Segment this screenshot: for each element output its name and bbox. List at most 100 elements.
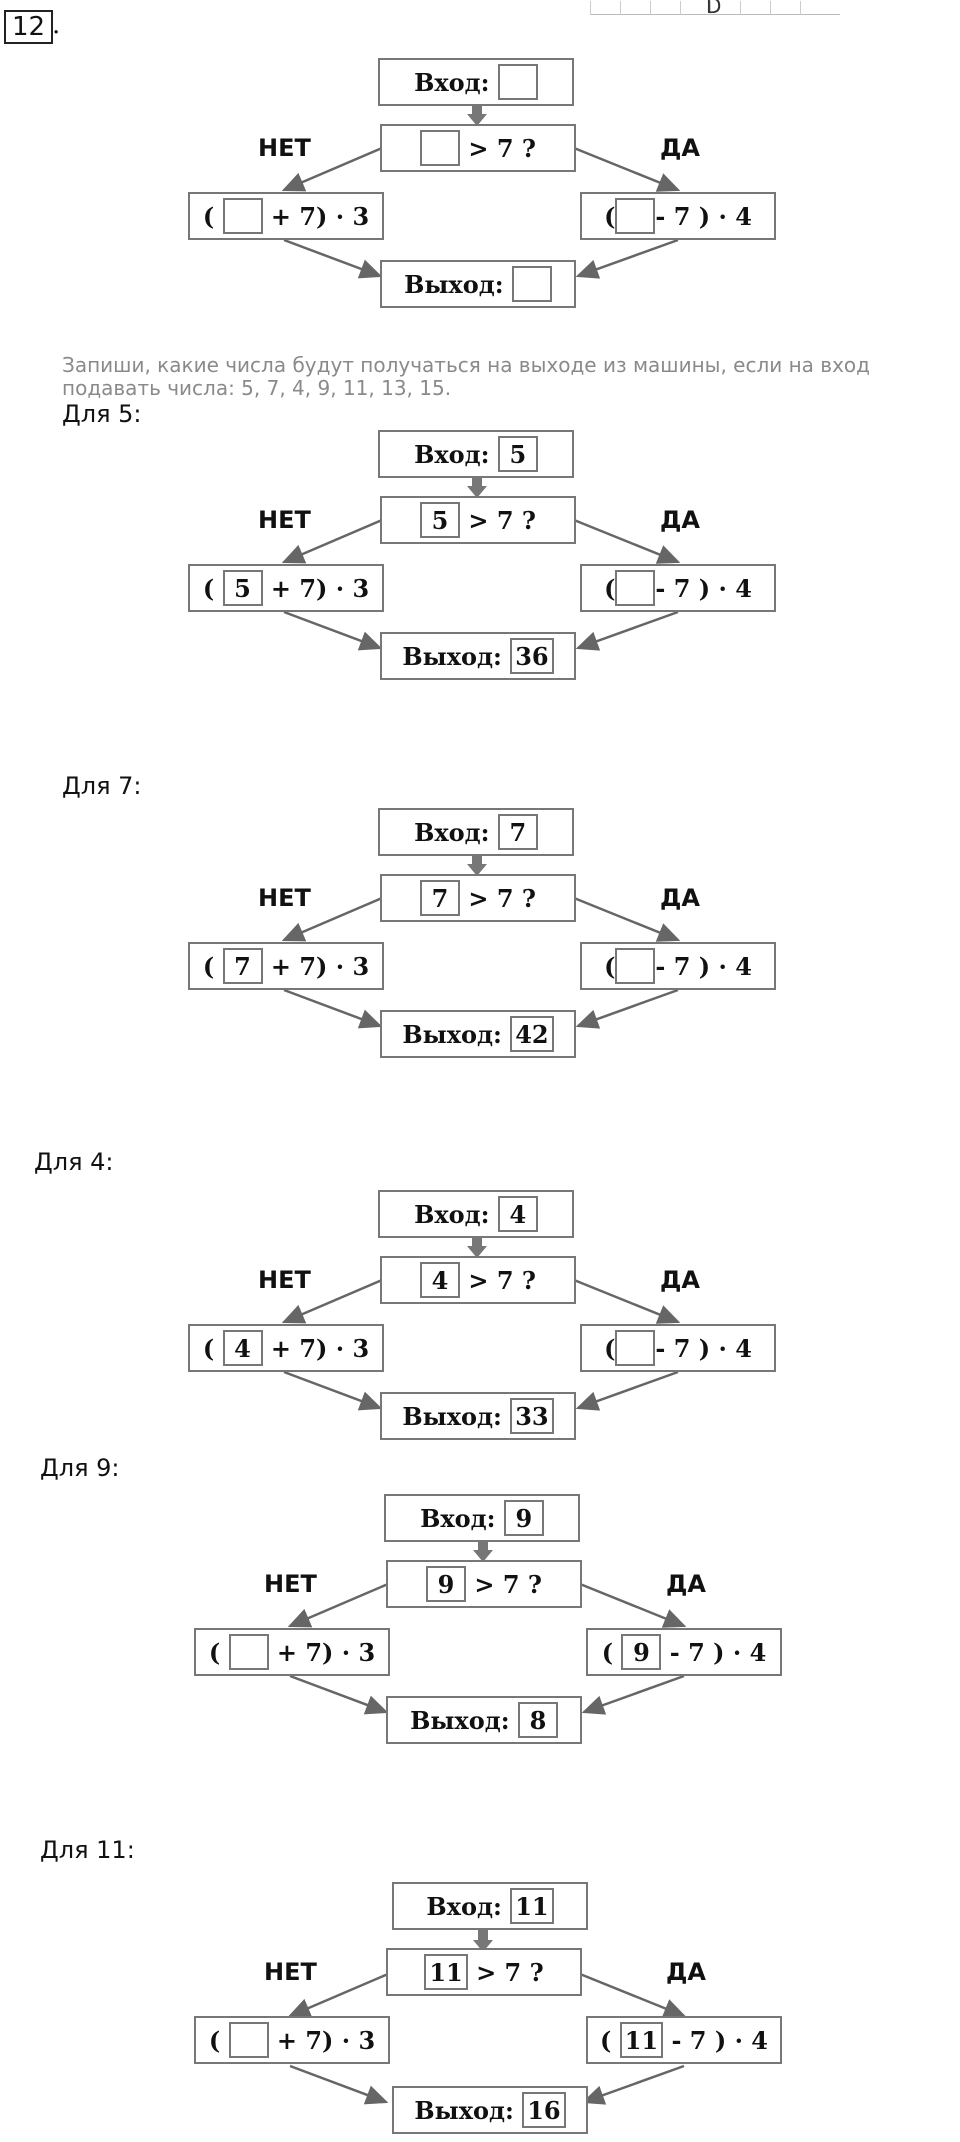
- condition-box: > 7 ?: [380, 124, 576, 172]
- case-caption: Для 7:: [62, 772, 142, 800]
- output-value-box: 8: [517, 1702, 558, 1738]
- input-box: Вход: 11: [392, 1882, 588, 1930]
- no-branch-box: ( + 7) · 3: [194, 1628, 390, 1676]
- no-value-box: 5: [222, 570, 263, 606]
- input-box: Вход: 7: [378, 808, 574, 856]
- no-formula-tail: + 7) · 3: [276, 2025, 376, 2055]
- case-caption: Для 4:: [34, 1148, 114, 1176]
- diagram-case: Вход: 9 9 > 7 ? НЕТ ДА ( + 7) · 3 ( 9 - …: [194, 1492, 814, 1752]
- output-label: Выход:: [404, 269, 504, 299]
- input-value-box: 9: [503, 1500, 544, 1536]
- condition-label: > 7 ?: [474, 1569, 542, 1599]
- input-value-box: [497, 64, 538, 100]
- input-label: Вход:: [414, 67, 490, 97]
- case-caption: Для 9:: [40, 1454, 120, 1482]
- instruction-text: Запиши, какие числа будут получаться на …: [62, 353, 870, 400]
- input-value-box: 4: [497, 1196, 538, 1232]
- output-box: Выход: 33: [380, 1392, 576, 1440]
- no-value-box: 7: [222, 948, 263, 984]
- yes-formula-open: (: [604, 1333, 616, 1363]
- diagram-template: Вход: > 7 ? НЕТ ДА ( + 7) · 3 ( - 7 ) · 4…: [188, 56, 808, 316]
- case-caption: Для 5:: [62, 400, 142, 428]
- case-caption: Для 11:: [40, 1836, 135, 1864]
- condition-value-box: 5: [420, 502, 461, 538]
- yes-label: ДА: [666, 1958, 706, 1986]
- output-value-box: 36: [510, 638, 554, 674]
- condition-box: 9 > 7 ?: [386, 1560, 582, 1608]
- no-value-box: 4: [222, 1330, 263, 1366]
- no-label: НЕТ: [258, 884, 311, 912]
- no-formula-open: (: [208, 1637, 221, 1667]
- no-label: НЕТ: [258, 134, 311, 162]
- condition-value-box: [420, 130, 461, 166]
- no-formula-open: (: [208, 2025, 221, 2055]
- no-formula-tail: + 7) · 3: [270, 1333, 370, 1363]
- yes-branch-box: ( 9 - 7 ) · 4: [586, 1628, 782, 1676]
- condition-value-box: 9: [426, 1566, 467, 1602]
- yes-label: ДА: [660, 884, 700, 912]
- no-formula-tail: + 7) · 3: [276, 1637, 376, 1667]
- no-value-box: [228, 2022, 269, 2058]
- output-box: Выход: 8: [386, 1696, 582, 1744]
- no-formula-open: (: [202, 573, 215, 603]
- no-label: НЕТ: [264, 1958, 317, 1986]
- no-branch-box: ( 4 + 7) · 3: [188, 1324, 384, 1372]
- no-formula-tail: + 7) · 3: [270, 201, 370, 231]
- yes-formula-tail: - 7 ) · 4: [655, 201, 752, 231]
- output-value-box: 16: [522, 2092, 566, 2128]
- condition-value-box: 11: [424, 1954, 468, 1990]
- yes-formula-open: (: [604, 573, 616, 603]
- yes-formula-open: (: [601, 1637, 614, 1667]
- yes-formula-tail: - 7 ) · 4: [669, 1637, 767, 1667]
- input-box: Вход: 9: [384, 1494, 580, 1542]
- condition-label: > 7 ?: [476, 1957, 544, 1987]
- condition-value-box: 7: [420, 880, 461, 916]
- top-fragment-letter: D: [706, 0, 722, 18]
- output-value-box: 33: [510, 1398, 554, 1434]
- input-value-box: 11: [510, 1888, 554, 1924]
- condition-value-box: 4: [420, 1262, 461, 1298]
- yes-label: ДА: [660, 134, 700, 162]
- yes-branch-box: ( - 7 ) · 4: [580, 1324, 776, 1372]
- yes-label: ДА: [660, 1266, 700, 1294]
- diagram-case: Вход: 4 4 > 7 ? НЕТ ДА ( 4 + 7) · 3 (- 7…: [188, 1188, 808, 1448]
- input-label: Вход:: [414, 439, 490, 469]
- output-label: Выход:: [410, 1705, 510, 1735]
- no-formula-tail: + 7) · 3: [270, 951, 370, 981]
- top-page-fragment: [590, 0, 840, 15]
- input-value-box: 5: [497, 436, 538, 472]
- no-value-box: [222, 198, 263, 234]
- yes-value-box: [615, 570, 656, 606]
- condition-box: 7 > 7 ?: [380, 874, 576, 922]
- output-label: Выход:: [414, 2095, 514, 2125]
- no-branch-box: ( + 7) · 3: [188, 192, 384, 240]
- no-value-box: [228, 1634, 269, 1670]
- yes-formula-open: (: [600, 2025, 612, 2055]
- condition-label: > 7 ?: [468, 883, 536, 913]
- task-number-dot: .: [52, 10, 61, 40]
- output-box: Выход: 36: [380, 632, 576, 680]
- yes-branch-box: ( - 7 ) · 4: [580, 192, 776, 240]
- diagram-case: Вход: 5 5 > 7 ? НЕТ ДА ( 5 + 7) · 3 (- 7…: [188, 428, 808, 688]
- no-formula-open: (: [202, 201, 215, 231]
- no-branch-box: ( 5 + 7) · 3: [188, 564, 384, 612]
- yes-formula-tail: - 7 ) · 4: [655, 1333, 752, 1363]
- condition-label: > 7 ?: [468, 1265, 536, 1295]
- no-branch-box: ( + 7) · 3: [194, 2016, 390, 2064]
- yes-formula-open: (: [604, 201, 616, 231]
- no-branch-box: ( 7 + 7) · 3: [188, 942, 384, 990]
- yes-value-box: [615, 948, 656, 984]
- yes-value-box: [615, 1330, 656, 1366]
- yes-value-box: [615, 198, 656, 234]
- output-label: Выход:: [402, 1401, 502, 1431]
- input-value-box: 7: [497, 814, 538, 850]
- output-box: Выход:: [380, 260, 576, 308]
- condition-box: 5 > 7 ?: [380, 496, 576, 544]
- output-box: Выход: 42: [380, 1010, 576, 1058]
- input-box: Вход: 4: [378, 1190, 574, 1238]
- yes-value-box: 9: [621, 1634, 662, 1670]
- yes-label: ДА: [666, 1570, 706, 1598]
- input-label: Вход:: [414, 817, 490, 847]
- no-formula-open: (: [202, 1333, 215, 1363]
- condition-box: 11 > 7 ?: [386, 1948, 582, 1996]
